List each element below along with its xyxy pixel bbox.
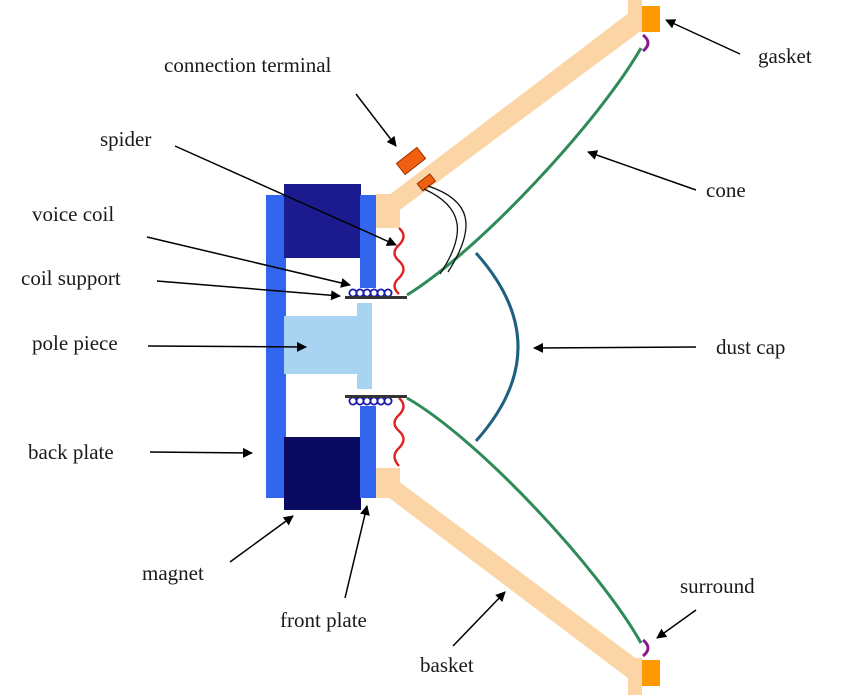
voice-coil-bottom [348, 396, 393, 406]
magnet-bottom [284, 437, 361, 510]
magnet-top [284, 184, 361, 258]
dust-cap [474, 252, 520, 442]
pole-piece-tip [357, 303, 372, 389]
coil-support-bottom [345, 395, 407, 398]
label-pole-piece: pole piece [32, 331, 118, 355]
basket-lower-arm [376, 474, 654, 688]
label-coil-support: coil support [21, 266, 121, 290]
arrow-voice-coil [146, 236, 351, 288]
gasket-bottom [642, 660, 660, 686]
front-plate-bottom [360, 406, 376, 498]
label-spider: spider [100, 127, 151, 151]
basket-bottom-block [376, 468, 400, 498]
label-dust-cap: dust cap [716, 335, 785, 359]
front-plate-top [360, 195, 376, 288]
label-basket: basket [420, 653, 474, 677]
arrow-pole-piece [147, 341, 307, 352]
label-voice-coil: voice coil [32, 202, 114, 226]
label-magnet: magnet [142, 561, 204, 585]
arrow-basket [452, 591, 506, 647]
arrow-cone [587, 150, 697, 191]
basket [376, 0, 654, 695]
label-gasket: gasket [758, 44, 812, 68]
arrows [146, 19, 741, 647]
label-front-plate: front plate [280, 608, 367, 632]
basket-top-rim [628, 0, 642, 32]
cone-upper [406, 47, 643, 297]
voice-coil-top [348, 288, 393, 298]
arrow-coil-support [156, 280, 341, 301]
spider-bottom [393, 397, 405, 467]
arrow-spider [174, 145, 397, 246]
label-surround: surround [680, 574, 755, 598]
label-back-plate: back plate [28, 440, 114, 464]
arrow-gasket [665, 19, 741, 55]
connection-terminal [395, 146, 437, 192]
arrow-back-plate [149, 447, 253, 458]
basket-upper-arm [376, 12, 642, 218]
pole-piece-body [284, 316, 360, 374]
coil-support-top [345, 296, 407, 299]
label-connection-terminal: connection terminal [164, 53, 332, 77]
basket-bottom-rim [628, 658, 642, 695]
arrow-surround [656, 609, 697, 639]
arrow-front-plate [344, 505, 370, 599]
label-cone: cone [706, 178, 746, 202]
spider-top [393, 227, 405, 295]
gasket-top [642, 6, 660, 32]
arrow-connection-terminal [355, 93, 397, 147]
basket-top-block [376, 194, 400, 228]
arrow-dust-cap [533, 342, 697, 353]
lead-wires [423, 185, 467, 275]
arrow-magnet [229, 515, 294, 563]
surround-bottom [642, 638, 650, 658]
cone-lower [406, 396, 643, 644]
surround-top [642, 33, 650, 53]
